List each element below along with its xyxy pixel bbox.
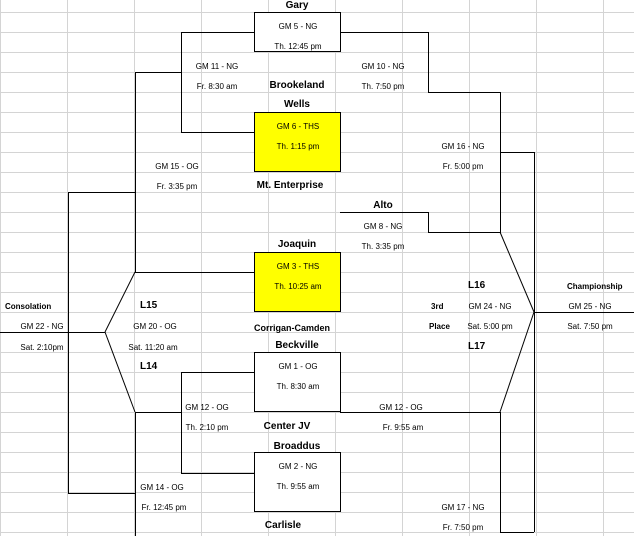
bracket-line — [428, 212, 429, 232]
game-time-gm14: Fr. 12:45 pm — [141, 503, 187, 512]
bracket-line — [135, 272, 254, 273]
game-label: GM 5 - NG — [278, 22, 318, 31]
team-carlisle: Carlisle — [264, 520, 302, 531]
team-mt-enterprise: Mt. Enterprise — [256, 180, 324, 191]
bracket-line — [428, 92, 501, 93]
game-label-gm15: GM 15 - OG — [155, 162, 199, 171]
game-time-gm10: Th. 7:50 pm — [361, 82, 405, 91]
game-box-gm1[interactable]: GM 1 - OG Th. 8:30 am — [254, 352, 341, 412]
loser-l14: L14 — [140, 361, 158, 372]
team-corrigan-camden: Corrigan-Camden — [253, 323, 331, 333]
team-alto: Alto — [373, 200, 393, 211]
bracket-line — [500, 92, 501, 232]
game-time-gm17: Fr. 7:50 pm — [442, 523, 484, 532]
bracket-line — [135, 412, 181, 413]
bracket-line — [500, 152, 535, 153]
third-label: 3rd — [431, 302, 444, 311]
bracket-line — [181, 132, 254, 133]
bracket-line — [181, 32, 182, 132]
bracket-line — [181, 372, 182, 473]
game-label: GM 6 - THS — [276, 122, 320, 131]
place-label: Place — [429, 322, 450, 331]
game-time-gm15: Fr. 3:35 pm — [156, 182, 198, 191]
bracket-line — [181, 32, 254, 33]
loser-l15: L15 — [140, 300, 158, 311]
bracket-line — [135, 412, 136, 536]
bracket-line — [0, 332, 105, 333]
team-broaddus: Broaddus — [273, 441, 321, 452]
team-center-jv: Center JV — [263, 421, 311, 432]
team-joaquin: Joaquin — [277, 239, 317, 250]
team-gary: Gary — [285, 0, 309, 11]
bracket-line — [500, 412, 501, 532]
bracket-line — [68, 192, 69, 493]
game-time-gm16: Fr. 5:00 pm — [442, 162, 484, 171]
game-time: Th. 10:25 am — [274, 282, 322, 291]
bracket-line — [428, 32, 429, 92]
loser-l17: L17 — [468, 341, 486, 352]
game-label: GM 1 - OG — [278, 362, 318, 371]
loser-l16: L16 — [468, 280, 486, 291]
game-time-gm24: Sat. 5:00 pm — [467, 322, 513, 331]
team-beckville: Beckville — [275, 340, 319, 351]
game-label-gm17: GM 17 - NG — [441, 503, 485, 512]
bracket-line — [340, 32, 428, 33]
game-box-gm3[interactable]: GM 3 - THS Th. 10:25 am — [254, 252, 341, 312]
game-label: GM 2 - NG — [278, 462, 318, 471]
game-time-gm12-left: Th. 2:10 pm — [185, 423, 229, 432]
championship-label: Championship — [567, 282, 623, 291]
game-label-gm14: GM 14 - OG — [140, 483, 184, 492]
game-time: Th. 9:55 am — [276, 482, 320, 491]
bracket-line — [68, 493, 135, 494]
team-brookeland: Brookeland — [269, 80, 325, 91]
bracket-line — [135, 72, 181, 73]
game-label: GM 3 - THS — [276, 262, 320, 271]
bracket-line — [181, 372, 254, 373]
game-label-gm16: GM 16 - NG — [441, 142, 485, 151]
game-box-gm2[interactable]: GM 2 - NG Th. 9:55 am — [254, 452, 341, 512]
game-box-gm5[interactable]: GM 5 - NG Th. 12:45 pm — [254, 12, 341, 52]
game-time-gm22: Sat. 2:10pm — [20, 343, 64, 352]
game-label-gm12-right: GM 12 - OG — [379, 403, 423, 412]
game-label-gm24: GM 24 - NG — [468, 302, 512, 311]
game-time: Th. 1:15 pm — [276, 142, 320, 151]
game-label-gm22: GM 22 - NG — [20, 322, 64, 331]
bracket-line — [428, 232, 501, 233]
game-label-gm11: GM 11 - NG — [195, 62, 239, 71]
game-label-gm25: GM 25 - NG — [568, 302, 612, 311]
bracket-line — [68, 192, 135, 193]
game-time: Th. 8:30 am — [276, 382, 320, 391]
bracket-line — [500, 532, 534, 533]
game-time-gm11: Fr. 8:30 am — [196, 82, 238, 91]
bracket-line — [181, 473, 254, 474]
bracket-line — [340, 212, 428, 213]
game-label-gm10: GM 10 - NG — [361, 62, 405, 71]
game-time-gm20: Sat. 11:20 am — [128, 343, 178, 352]
game-label-gm12-left: GM 12 - OG — [185, 403, 229, 412]
bracket-line — [534, 312, 634, 313]
game-time-gm12-right: Fr. 9:55 am — [382, 423, 424, 432]
team-wells: Wells — [284, 99, 310, 110]
bracket-line — [135, 72, 136, 272]
game-time-gm25: Sat. 7:50 pm — [567, 322, 613, 331]
game-time-gm8: Th. 3:35 pm — [361, 242, 405, 251]
game-label-gm8: GM 8 - NG — [363, 222, 403, 231]
bracket-line — [340, 412, 501, 413]
game-box-gm6[interactable]: GM 6 - THS Th. 1:15 pm — [254, 112, 341, 172]
game-time: Th. 12:45 pm — [274, 42, 322, 51]
game-label-gm20: GM 20 - OG — [133, 322, 177, 331]
consolation-label: Consolation — [5, 302, 52, 311]
bracket-line — [534, 152, 535, 532]
